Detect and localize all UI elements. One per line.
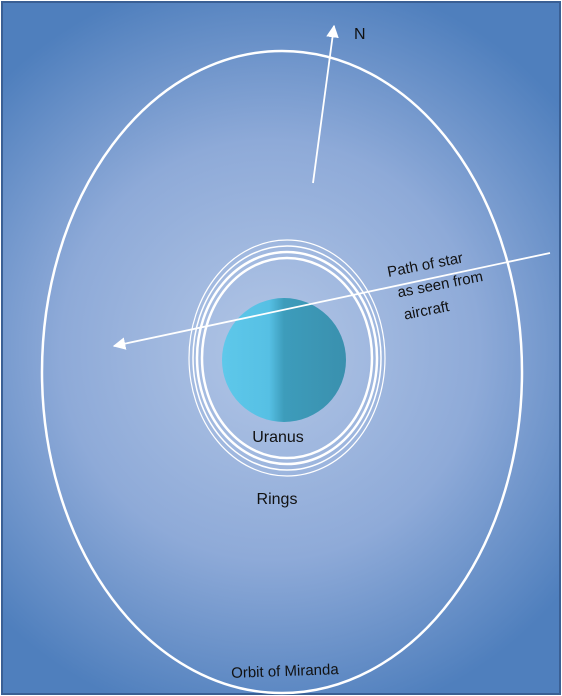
rings-label: Rings [257, 491, 298, 508]
ring-outer-1 [192, 245, 382, 471]
rings [188, 239, 386, 477]
ring-outer-2 [188, 239, 386, 477]
orbit-label: Orbit of Miranda [231, 661, 340, 682]
uranus-planet [222, 298, 346, 422]
ring-middle [195, 250, 379, 466]
uranus-label: Uranus [252, 429, 304, 446]
orbit-label-text: Orbit of Miranda [231, 661, 340, 682]
ring-inner [200, 256, 374, 460]
north-arrow [312, 24, 339, 184]
star-path-arrow [112, 252, 551, 350]
miranda-orbit [40, 49, 524, 695]
north-label: N [354, 26, 366, 43]
